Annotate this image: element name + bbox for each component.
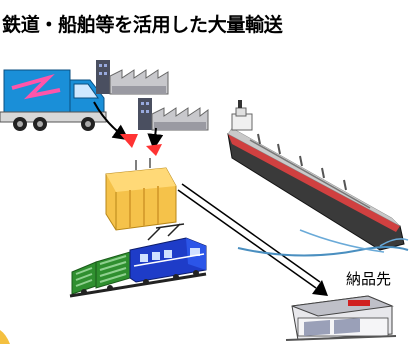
container-icon [105, 158, 177, 231]
page-title: 鉄道・船舶等を活用した大量輸送 [2, 14, 283, 36]
pickup-arrows [93, 101, 164, 156]
tanker-ship-icon [227, 100, 409, 257]
destination-label: 納品先 [346, 270, 392, 288]
warehouse-icon [285, 295, 397, 341]
factory-icon [96, 60, 169, 95]
factory-icon [138, 98, 209, 131]
truck-icon [0, 69, 107, 131]
corner-decoration [0, 330, 10, 344]
route-arrow [177, 183, 328, 296]
freight-train-icon [69, 223, 207, 298]
